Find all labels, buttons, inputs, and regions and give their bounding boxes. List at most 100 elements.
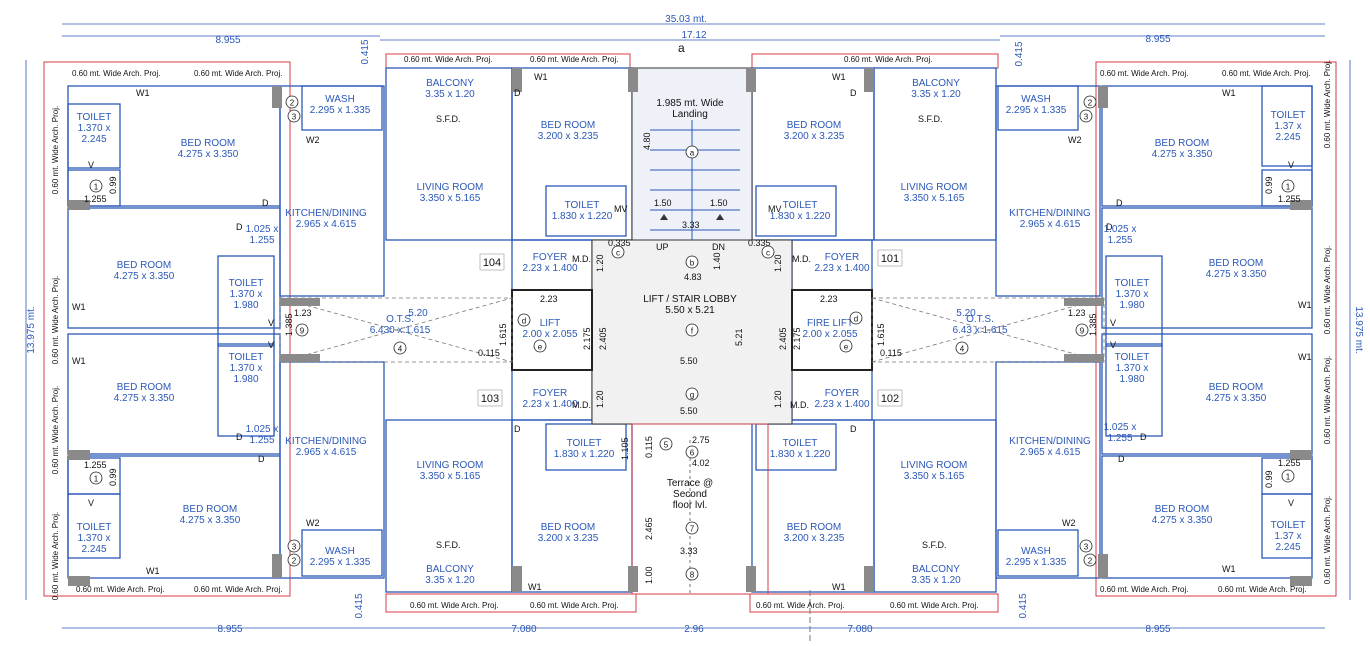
- bottom-center-left-label: 7.080: [511, 624, 536, 635]
- dim-tag: 0.335: [748, 238, 771, 248]
- dim-tag: 2.23: [820, 294, 838, 304]
- marker-label: 4: [960, 345, 965, 354]
- door-tag: D: [514, 88, 521, 98]
- unit-101: 101: [881, 253, 899, 265]
- proj-label: 0.60 mt. Wide Arch. Proj.: [194, 585, 282, 594]
- vent-tag: V: [1288, 498, 1294, 508]
- dim-tag: 2.75: [692, 435, 710, 445]
- proj-label: 0.60 mt. Wide Arch. Proj.: [1323, 356, 1332, 444]
- proj-label: 0.60 mt. Wide Arch. Proj.: [1100, 585, 1188, 594]
- vent-tag: V: [1110, 318, 1116, 328]
- window-tag: W1: [72, 356, 86, 366]
- door-tag: D: [850, 88, 857, 98]
- overall-width-label: 35.03 mt.: [665, 14, 707, 25]
- section-marker: a: [678, 41, 685, 55]
- window-tag: W1: [1298, 352, 1312, 362]
- marker-circle: [1075, 323, 1089, 337]
- vent-tag: V: [1110, 340, 1116, 350]
- dim-tag: 2.175: [582, 327, 592, 350]
- window-tag: W2: [306, 135, 320, 145]
- unit-104: 104: [483, 257, 501, 269]
- proj-label: 0.60 mt. Wide Arch. Proj.: [756, 601, 844, 610]
- proj-label: 0.60 mt. Wide Arch. Proj.: [51, 276, 60, 364]
- marker-circle: [285, 95, 299, 109]
- door-tag: S.F.D.: [918, 114, 943, 124]
- marker-circle: [1079, 539, 1093, 553]
- door-tag: S.F.D.: [436, 114, 461, 124]
- dim-tag: 2.405: [598, 327, 608, 350]
- marker-circle: [685, 255, 699, 269]
- proj-label: 0.60 mt. Wide Arch. Proj.: [1100, 69, 1188, 78]
- top-right-width-label: 8.955: [1145, 34, 1170, 45]
- wall-offset-br: 0.415: [1018, 593, 1029, 618]
- proj-label: 0.60 mt. Wide Arch. Proj.: [51, 386, 60, 474]
- marker-label: c: [766, 249, 770, 258]
- door-tag: M.D.: [792, 254, 811, 264]
- stair-down-label: DN: [712, 242, 725, 252]
- dim-tag: 1.615: [876, 323, 886, 346]
- door-tag: D: [1140, 432, 1147, 442]
- door-tag: D: [514, 424, 521, 434]
- marker-label: 1: [94, 475, 99, 484]
- window-tag: W1: [832, 72, 846, 82]
- door-tag: MV: [768, 204, 782, 214]
- door-tag: D: [850, 424, 857, 434]
- marker-circle: [1281, 179, 1295, 193]
- marker-label: g: [690, 391, 694, 400]
- vent-tag: V: [268, 340, 274, 350]
- center-width-label: 17.12: [681, 30, 706, 41]
- marker-circle: [685, 521, 699, 535]
- door-tag: D: [236, 222, 243, 232]
- bottom-right-width-label: 8.955: [1145, 624, 1170, 635]
- proj-label: 0.60 mt. Wide Arch. Proj.: [1222, 69, 1310, 78]
- dim-tag: 1.23: [294, 308, 312, 318]
- dimension-lines: [25, 23, 1351, 629]
- proj-label: 0.60 mt. Wide Arch. Proj.: [530, 55, 618, 64]
- door-tag: MV: [614, 204, 628, 214]
- marker-label: 2: [292, 557, 297, 566]
- door-tag: D: [1118, 454, 1125, 464]
- marker-circle: [685, 387, 699, 401]
- marker-circle: [611, 245, 625, 259]
- door-tag: M.D.: [790, 400, 809, 410]
- proj-label: 0.60 mt. Wide Arch. Proj.: [1323, 496, 1332, 584]
- marker-circle: [393, 341, 407, 355]
- proj-label: 0.60 mt. Wide Arch. Proj.: [51, 106, 60, 194]
- vent-tag: V: [1288, 160, 1294, 170]
- door-tag: D: [262, 198, 269, 208]
- proj-label: 0.60 mt. Wide Arch. Proj.: [844, 55, 932, 64]
- marker-label: 5: [664, 441, 669, 450]
- marker-circle: [839, 339, 853, 353]
- marker-label: 8: [690, 571, 695, 580]
- annotations: W1 W1 W1 W1 W1 W1 W1 W1 W1 W1 W1 W1 W2 W…: [72, 72, 1312, 592]
- wall-offset-bl: 0.415: [354, 593, 365, 618]
- door-tag: S.F.D.: [436, 540, 461, 550]
- dim-tag: 1.50: [654, 198, 672, 208]
- dim-tag: 0.335: [608, 238, 631, 248]
- dim-tag: 2.175: [792, 327, 802, 350]
- door-tag: D: [258, 454, 265, 464]
- marker-label: 2: [290, 99, 295, 108]
